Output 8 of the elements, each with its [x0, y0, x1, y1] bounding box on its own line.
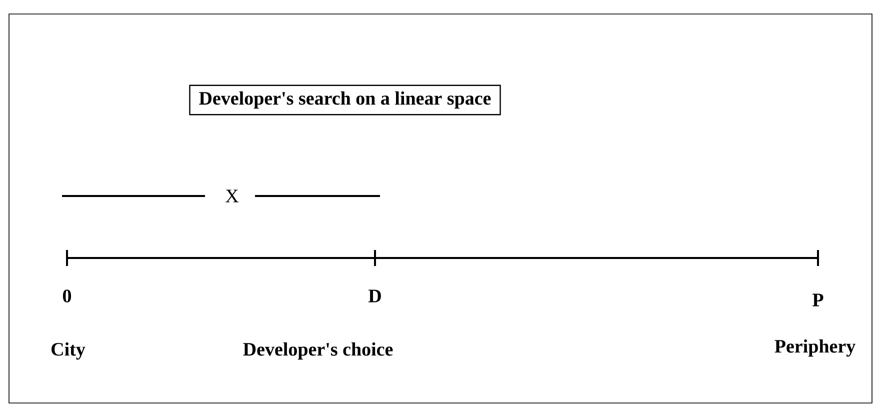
- tick-label: D: [368, 290, 381, 302]
- location-label: Developer's choice: [243, 342, 393, 360]
- dimension-label: X: [226, 190, 239, 202]
- location-label: City: [52, 342, 86, 360]
- location-label: Periphery: [774, 339, 856, 357]
- title-box: Developer's search on a linear space: [189, 84, 501, 116]
- tick-label: P: [812, 294, 824, 306]
- tick-label: 0: [62, 290, 72, 302]
